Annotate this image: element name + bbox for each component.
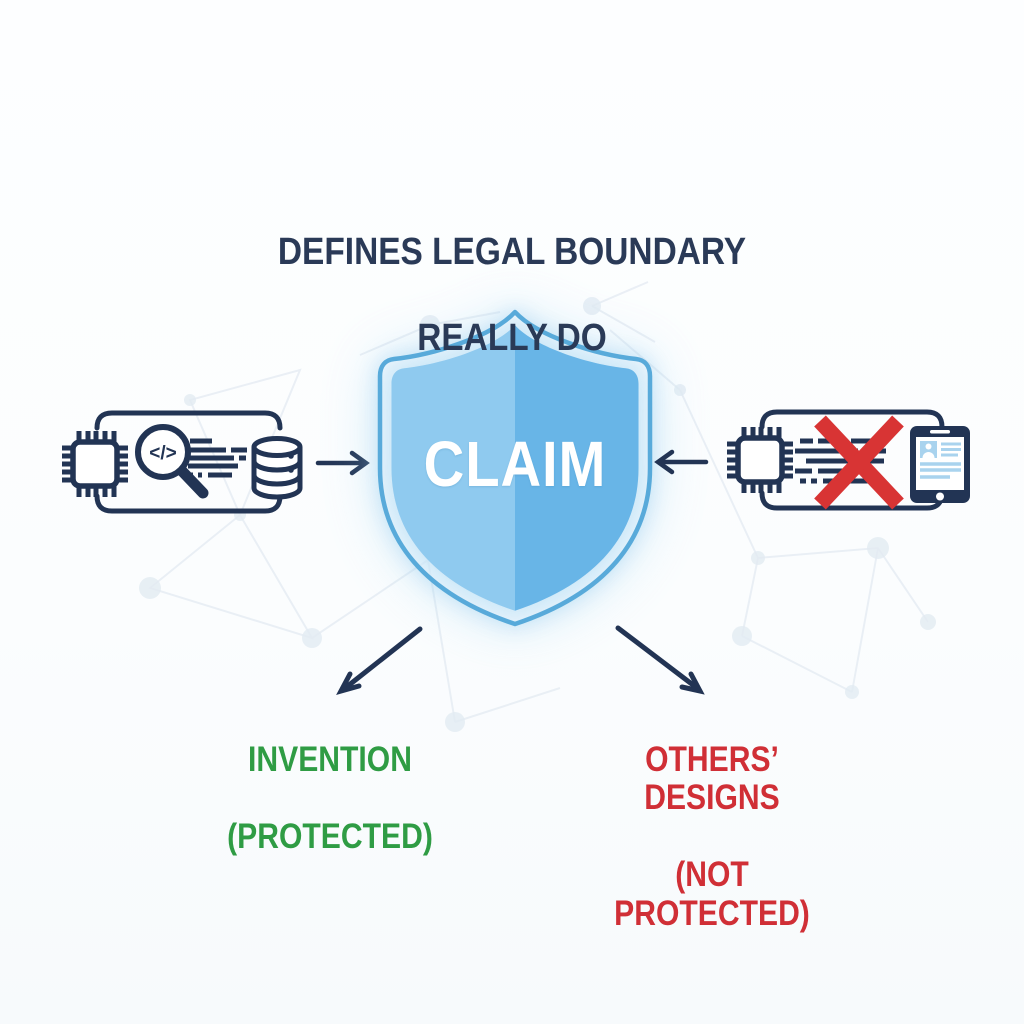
others-designs-group — [727, 409, 970, 511]
arrow-left-to-shield — [315, 450, 370, 476]
chip-icon — [62, 431, 128, 497]
protected-line-2: (PROTECTED) — [227, 816, 433, 856]
diagram-title: DEFINES LEGAL BOUNDARY REALLY DO — [160, 188, 864, 403]
network-background — [139, 281, 936, 732]
bracket-frame — [94, 410, 283, 514]
database-icon — [251, 436, 303, 500]
arrow-shield-to-not-protected — [615, 625, 705, 695]
code-search-icon: </> — [135, 424, 209, 499]
arrow-right-to-shield — [654, 449, 709, 475]
title-line-2: REALLY DO — [417, 316, 607, 359]
invention-source-group: </> — [62, 410, 303, 514]
title-line-1: DEFINES LEGAL BOUNDARY — [277, 230, 747, 273]
document-lines-icon — [188, 438, 247, 478]
protected-line-1: INVENTION — [248, 739, 412, 779]
not-protected-line-1: OTHERS’ DESIGNS — [644, 739, 780, 817]
invention-protected-label: INVENTION (PROTECTED) — [201, 702, 459, 895]
code-glyph: </> — [149, 443, 176, 464]
claim-label: CLAIM — [423, 428, 607, 500]
red-cross-icon — [814, 415, 904, 510]
chip-icon — [727, 427, 793, 493]
others-designs-not-protected-label: OTHERS’ DESIGNS (NOT PROTECTED) — [574, 702, 849, 972]
shield-icon — [377, 309, 653, 627]
not-protected-line-2: (NOT PROTECTED) — [614, 855, 810, 933]
arrow-shield-to-protected — [336, 626, 423, 695]
tablet-profile-icon — [910, 426, 970, 503]
